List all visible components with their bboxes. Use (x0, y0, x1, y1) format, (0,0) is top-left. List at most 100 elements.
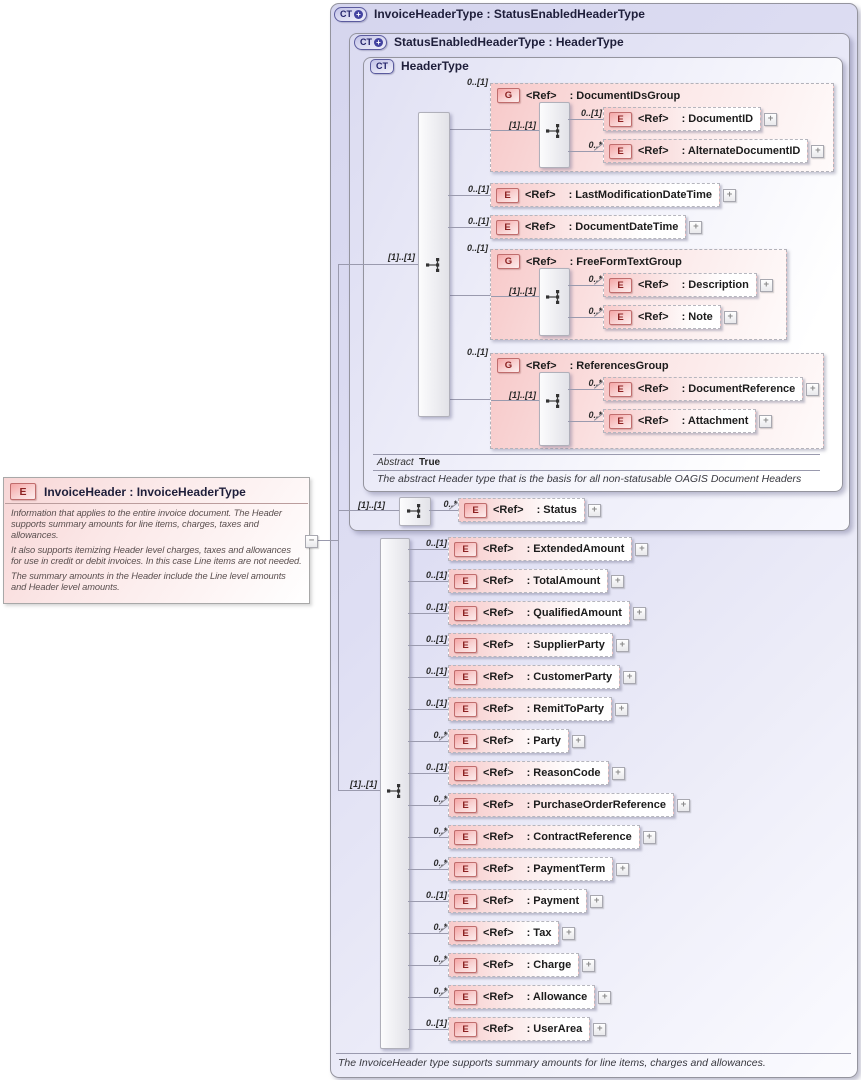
element-ref-box[interactable]: E<Ref>: Status (458, 498, 585, 522)
cardinality-label: [1]..[1] (509, 120, 536, 130)
status-type-title: StatusEnabledHeaderType : HeaderType (394, 35, 624, 49)
element-ref-row: 0..*E<Ref>: Allowance+ (408, 985, 612, 1009)
expand-icon[interactable]: + (615, 702, 628, 716)
expand-icon[interactable]: + (562, 926, 576, 940)
element-ref-box[interactable]: E<Ref>: UserArea (448, 1017, 591, 1041)
connector: 0..[1] (448, 216, 490, 238)
element-ref-box[interactable]: E<Ref>: ExtendedAmount (448, 537, 633, 561)
element-ref-box[interactable]: E<Ref>: LastModificationDateTime (490, 183, 721, 207)
header-type-annotation: The abstract Header type that is the bas… (377, 473, 802, 485)
element-ref-box[interactable]: E<Ref>: AlternateDocumentID (603, 139, 809, 163)
group-ref-box-documentidsgroup[interactable]: G <Ref> : DocumentIDsGroup [1]..[1] 0..[… (490, 83, 834, 172)
expand-icon[interactable]: + (723, 188, 737, 202)
expand-icon[interactable]: + (676, 798, 690, 812)
cardinality-label: 0..* (588, 140, 602, 150)
sequence-icon (407, 504, 421, 518)
cardinality-label: 0..* (433, 922, 447, 932)
element-ref-box[interactable]: E<Ref>: Note (603, 305, 721, 329)
expand-icon[interactable]: + (611, 574, 625, 588)
connector-line (448, 399, 491, 400)
expand-icon[interactable]: + (615, 638, 629, 652)
ref-label: <Ref> (526, 255, 557, 268)
element-badge-icon: E (464, 502, 487, 518)
expand-icon[interactable]: + (723, 310, 737, 324)
element-badge-icon: E (454, 765, 477, 781)
ref-label: <Ref> (483, 703, 514, 715)
expand-icon[interactable]: + (759, 278, 773, 292)
element-ref-box[interactable]: E<Ref>: QualifiedAmount (448, 601, 630, 625)
element-badge-icon: E (609, 309, 632, 325)
element-ref-box[interactable]: E<Ref>: SupplierParty (448, 633, 613, 657)
element-ref-box[interactable]: E<Ref>: PaymentTerm (448, 857, 614, 881)
expand-icon[interactable]: + (616, 862, 630, 876)
connector: 0..* (408, 922, 449, 944)
expand-icon[interactable]: + (598, 990, 612, 1004)
expand-icon[interactable]: + (582, 958, 596, 972)
expand-icon[interactable]: + (764, 112, 778, 126)
ref-label: <Ref> (483, 991, 514, 1003)
element-ref-box[interactable]: E<Ref>: DocumentDateTime (490, 215, 687, 239)
abstract-facet-label: Abstract (377, 457, 414, 468)
connector: 0..* (568, 378, 604, 400)
element-ref-row: 0..[1]E<Ref>: DocumentDateTime+ (448, 215, 703, 239)
element-ref-box[interactable]: E<Ref>: Description (603, 273, 757, 297)
invoice-type-annotation: The InvoiceHeader type supports summary … (338, 1057, 766, 1069)
cardinality-label: 0..[1] (425, 1018, 447, 1028)
expand-icon[interactable]: + (632, 606, 646, 620)
expand-icon[interactable]: + (571, 734, 585, 748)
ref-label: <Ref> (483, 1023, 514, 1035)
element-badge-icon: E (609, 413, 632, 429)
connector-line (448, 295, 491, 296)
expand-icon[interactable]: + (611, 766, 625, 780)
expand-icon[interactable]: + (811, 144, 825, 158)
expand-icon[interactable]: + (587, 503, 601, 517)
element-ref-box[interactable]: E<Ref>: DocumentID (603, 107, 762, 131)
sequence-icon (426, 258, 440, 272)
connector-line (408, 549, 448, 550)
expand-icon[interactable]: + (689, 220, 703, 234)
cardinality-label: [1]..[1] (358, 500, 385, 510)
group-ref-box-freeformtextgroup[interactable]: G <Ref> : FreeFormTextGroup [1]..[1] 0..… (490, 249, 787, 340)
element-ref-box[interactable]: E<Ref>: RemitToParty (448, 697, 612, 721)
connector: 0..[1] (568, 108, 603, 130)
expand-icon[interactable]: + (623, 670, 637, 684)
group-badge-icon: G (497, 254, 520, 269)
element-ref-box[interactable]: E<Ref>: PurchaseOrderReference (448, 793, 674, 817)
element-ref-box[interactable]: E<Ref>: CustomerParty (448, 665, 621, 689)
element-ref-box[interactable]: E<Ref>: ContractReference (448, 825, 640, 849)
cardinality-label: 0..[1] (425, 666, 447, 676)
element-ref-box[interactable]: E<Ref>: Attachment (603, 409, 757, 433)
expand-icon[interactable]: + (642, 830, 656, 844)
element-ref-box[interactable]: E<Ref>: ReasonCode (448, 761, 609, 785)
element-box-invoiceheader[interactable]: E InvoiceHeader : InvoiceHeaderType Info… (3, 477, 310, 604)
element-badge-icon: E (454, 861, 477, 877)
element-ref-box[interactable]: E<Ref>: Party (448, 729, 569, 753)
element-badge-icon: E (454, 733, 477, 749)
expand-icon[interactable]: + (759, 414, 773, 428)
expand-icon[interactable]: + (635, 542, 649, 556)
cardinality-label: 0..[1] (467, 184, 489, 194)
collapse-icon[interactable]: − (305, 535, 318, 548)
cardinality-label: [1]..[1] (350, 779, 377, 789)
sequence-bar (380, 538, 410, 1049)
element-ref-name: : Status (536, 504, 577, 516)
element-ref-name: : QualifiedAmount (526, 607, 622, 619)
expand-icon[interactable]: + (593, 1022, 607, 1036)
element-ref-box[interactable]: E<Ref>: DocumentReference (603, 377, 804, 401)
divider (5, 503, 308, 504)
element-ref-box[interactable]: E<Ref>: Tax (448, 921, 560, 945)
connector: 0..* (408, 858, 449, 880)
element-ref-name: : Attachment (681, 415, 749, 427)
element-badge-icon: E (10, 483, 36, 500)
expand-icon[interactable]: + (590, 894, 604, 908)
expand-icon[interactable]: + (806, 382, 820, 396)
sequence-icon (546, 290, 560, 304)
element-ref-box[interactable]: E<Ref>: TotalAmount (448, 569, 609, 593)
element-ref-box[interactable]: E<Ref>: Charge (448, 953, 580, 977)
element-ref-box[interactable]: E<Ref>: Allowance (448, 985, 596, 1009)
cardinality-label: 0..* (433, 730, 447, 740)
element-ref-box[interactable]: E<Ref>: Payment (448, 889, 588, 913)
cardinality-label: 0..[1] (466, 243, 488, 253)
group-ref-box-referencesgroup[interactable]: G <Ref> : ReferencesGroup [1]..[1] 0..*E… (490, 353, 824, 449)
outer-type-title: InvoiceHeaderType : StatusEnabledHeaderT… (374, 7, 645, 21)
